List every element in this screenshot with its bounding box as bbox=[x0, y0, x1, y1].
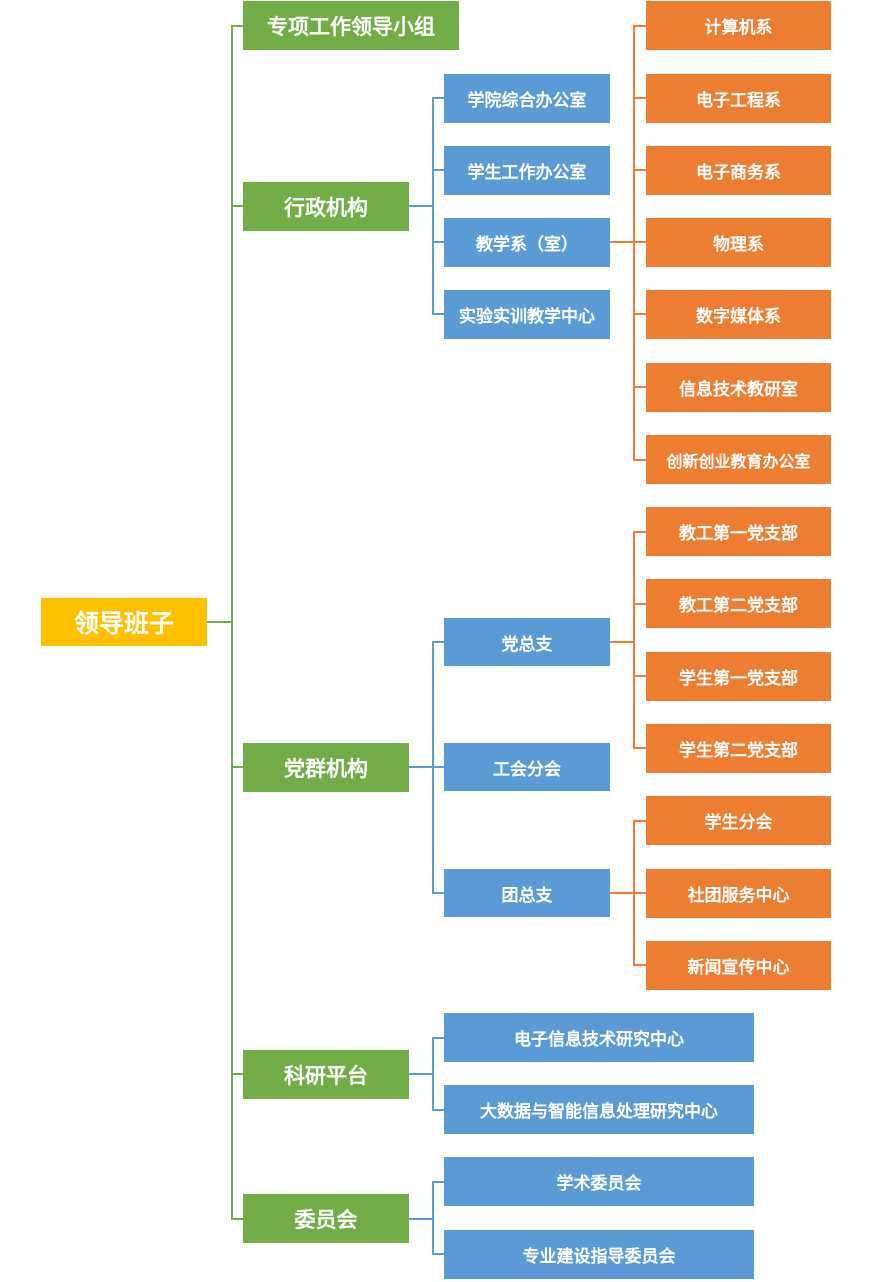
department-node: 电子商务系 bbox=[646, 146, 831, 195]
admin-node: 行政机构 bbox=[243, 182, 409, 231]
connector bbox=[633, 892, 646, 894]
special-group-node: 专项工作领导小组 bbox=[243, 1, 459, 50]
connector bbox=[633, 241, 646, 243]
party-branch-node: 学生第一党支部 bbox=[646, 652, 831, 701]
connector bbox=[432, 1253, 444, 1255]
party-unit-node: 党总支 bbox=[444, 618, 610, 666]
research-node: 科研平台 bbox=[243, 1050, 409, 1099]
connector bbox=[633, 25, 635, 461]
research-unit-node: 大数据与智能信息处理研究中心 bbox=[444, 1085, 754, 1134]
connector bbox=[633, 603, 646, 605]
connector bbox=[409, 1218, 434, 1220]
party-branch-node: 教工第二党支部 bbox=[646, 579, 831, 628]
connector bbox=[231, 25, 243, 27]
connector bbox=[633, 313, 646, 315]
connector bbox=[231, 205, 243, 207]
department-node: 电子工程系 bbox=[646, 74, 831, 123]
connector bbox=[409, 205, 434, 207]
department-node: 物理系 bbox=[646, 218, 831, 267]
connector bbox=[610, 641, 635, 643]
connector bbox=[409, 1073, 434, 1075]
admin-unit-node: 实验实训教学中心 bbox=[444, 290, 610, 339]
connector bbox=[432, 1037, 434, 1111]
party-node: 党群机构 bbox=[243, 743, 409, 792]
department-node: 数字媒体系 bbox=[646, 290, 831, 339]
connector bbox=[432, 169, 444, 171]
committee-node: 委员会 bbox=[243, 1194, 409, 1243]
admin-unit-node: 学生工作办公室 bbox=[444, 146, 610, 195]
connector bbox=[633, 531, 635, 749]
connector bbox=[207, 621, 233, 623]
admin-unit-node: 学院综合办公室 bbox=[444, 74, 610, 123]
connector bbox=[432, 97, 444, 99]
connector bbox=[231, 766, 243, 768]
connector bbox=[231, 25, 233, 1220]
connector bbox=[409, 766, 434, 768]
admin-unit-node: 教学系（室） bbox=[444, 218, 610, 267]
connector bbox=[633, 964, 646, 966]
connector bbox=[633, 747, 646, 749]
connector bbox=[432, 313, 444, 315]
committee-unit-node: 专业建设指导委员会 bbox=[444, 1230, 754, 1279]
committee-unit-node: 学术委员会 bbox=[444, 1157, 754, 1206]
connector bbox=[610, 241, 635, 243]
connector bbox=[633, 820, 646, 822]
research-unit-node: 电子信息技术研究中心 bbox=[444, 1013, 754, 1062]
connector bbox=[633, 675, 646, 677]
department-node: 信息技术教研室 bbox=[646, 363, 831, 412]
connector bbox=[432, 766, 444, 768]
party-branch-node: 教工第一党支部 bbox=[646, 507, 831, 556]
party-unit-node: 工会分会 bbox=[444, 743, 610, 791]
connector bbox=[432, 1181, 434, 1255]
connector bbox=[633, 25, 646, 27]
youth-unit-node: 学生分会 bbox=[646, 796, 831, 845]
connector bbox=[633, 169, 646, 171]
department-node: 计算机系 bbox=[646, 1, 831, 50]
connector bbox=[633, 531, 646, 533]
youth-unit-node: 社团服务中心 bbox=[646, 869, 831, 918]
connector bbox=[231, 1218, 243, 1220]
root-node: 领导班子 bbox=[41, 598, 207, 646]
connector bbox=[432, 1181, 444, 1183]
connector bbox=[633, 459, 646, 461]
connector bbox=[432, 892, 444, 894]
youth-unit-node: 新闻宣传中心 bbox=[646, 941, 831, 990]
party-unit-node: 团总支 bbox=[444, 869, 610, 917]
connector bbox=[432, 1037, 444, 1039]
party-branch-node: 学生第二党支部 bbox=[646, 724, 831, 773]
department-node: 创新创业教育办公室 bbox=[646, 435, 831, 484]
connector bbox=[432, 641, 444, 643]
connector bbox=[633, 386, 646, 388]
connector bbox=[432, 1109, 444, 1111]
connector bbox=[231, 1073, 243, 1075]
connector bbox=[610, 892, 635, 894]
connector bbox=[432, 241, 444, 243]
connector bbox=[633, 97, 646, 99]
connector bbox=[432, 97, 434, 315]
